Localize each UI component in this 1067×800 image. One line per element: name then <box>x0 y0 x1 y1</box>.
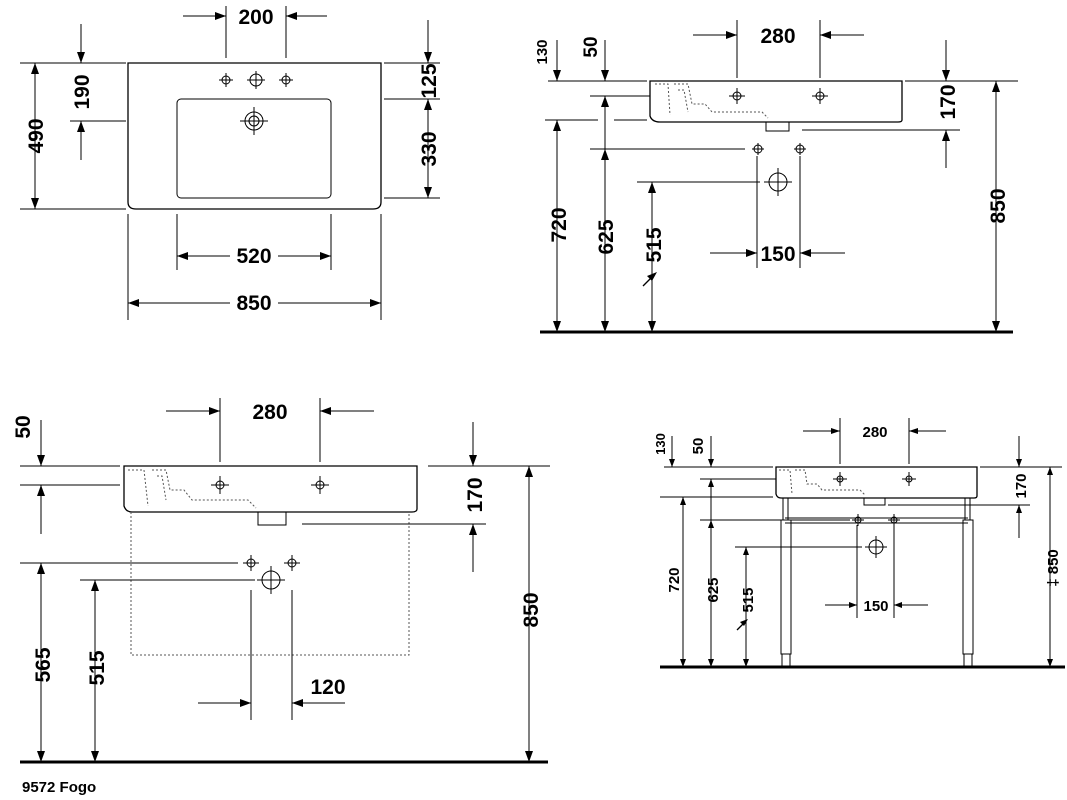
dim-height-515: 515 <box>740 587 757 612</box>
dim-rim: 50 <box>12 415 35 438</box>
dim-hole-spacing: 280 <box>252 401 287 424</box>
dim-offset-150: 150 <box>760 243 795 266</box>
dim-offset-120: 120 <box>310 676 345 699</box>
dim-bowl-height: 170 <box>464 477 487 512</box>
dim-basin-width: 520 <box>236 245 271 268</box>
dim-rim: 50 <box>690 438 707 455</box>
side-view-top-right: 280 130 50 720 625 515 <box>534 20 1018 334</box>
dim-basin-depth: 330 <box>418 131 441 166</box>
tap-holes <box>219 71 293 89</box>
dim-bowl-height: 170 <box>937 84 960 119</box>
dim-height-850: 850 <box>520 592 543 627</box>
dim-height-850: ‡ 850 <box>1045 549 1062 587</box>
dim-depth-to-basin: 190 <box>71 74 94 109</box>
dim-total-depth: 490 <box>25 118 48 153</box>
dim-hole-spacing: 280 <box>760 25 795 48</box>
dim-offset-150: 150 <box>863 598 888 615</box>
dim-height-625: 625 <box>705 577 722 602</box>
basin-profile <box>649 80 903 123</box>
side-view-bottom-right: 280 130 50 720 625 515 <box>653 418 1065 669</box>
basin-bowl <box>176 98 332 199</box>
dim-back-height: 130 <box>534 39 551 64</box>
dim-back-height: 130 <box>653 433 668 455</box>
dim-height-565: 565 <box>32 647 55 682</box>
dim-rim: 50 <box>581 36 602 57</box>
dim-bowl-height: 170 <box>1013 473 1030 498</box>
dim-height-850: 850 <box>987 188 1010 223</box>
top-view: 200 190 490 125 330 520 <box>20 6 441 320</box>
dim-height-515: 515 <box>86 650 109 685</box>
dim-height-720: 720 <box>666 567 683 592</box>
dim-back-to-hole: 125 <box>418 63 441 98</box>
basin-outline <box>127 62 382 210</box>
dim-hole-spacing: 280 <box>862 424 887 441</box>
side-view-bottom-left: 280 50 565 515 120 170 <box>12 398 550 764</box>
basin-profile <box>775 466 978 499</box>
metal-stand <box>780 498 974 667</box>
dim-height-720: 720 <box>548 207 571 242</box>
dim-height-625: 625 <box>595 219 618 254</box>
dim-hole-spacing: 200 <box>238 6 273 29</box>
dim-total-width: 850 <box>236 292 271 315</box>
dim-height-515: 515 <box>643 227 666 262</box>
basin-profile <box>123 465 418 513</box>
model-caption: 9572 Fogo <box>22 779 96 796</box>
